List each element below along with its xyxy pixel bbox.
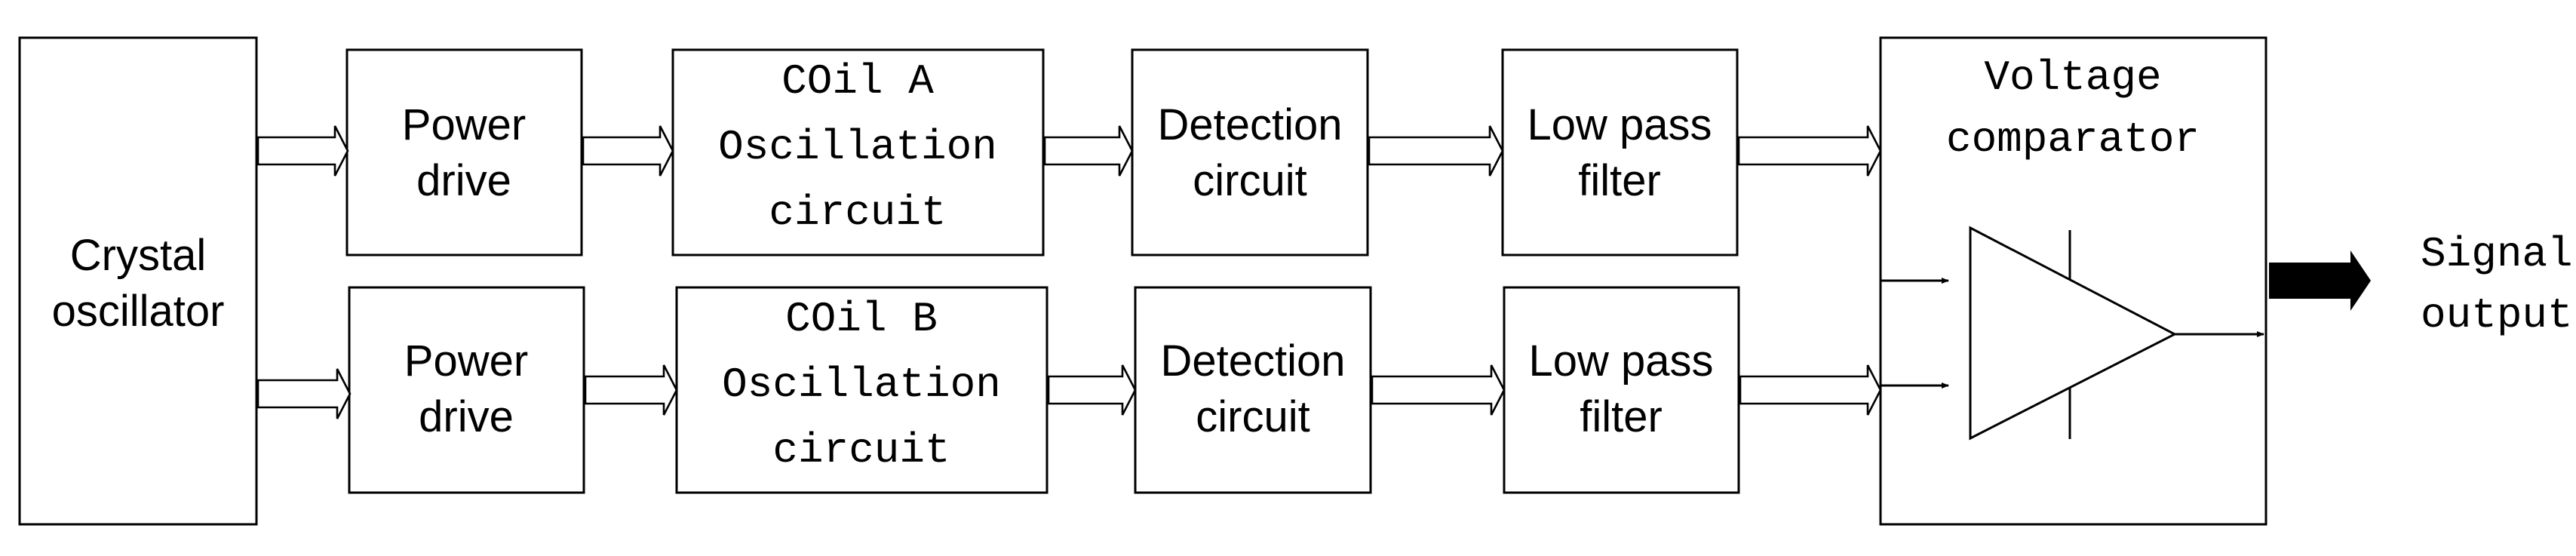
voltage-comparator-label-line2: comparator: [1946, 115, 2200, 164]
comparator-symbol: [1969, 226, 2178, 441]
detection-bottom-label-line1: Detection: [1160, 336, 1345, 386]
arrow-crystal-to-power-drive-bottom: [256, 368, 352, 419]
coil-b-label-line3: circuit: [772, 426, 950, 475]
arrow-power-drive-to-coil-b: [584, 364, 678, 416]
detection-top-label-line1: Detection: [1157, 100, 1342, 149]
crystal-oscillator-label-line2: oscillator: [52, 287, 225, 336]
voltage-comparator-label-line1: Voltage: [1984, 54, 2161, 102]
voltage-comparator-block: Voltage comparator: [1879, 36, 2267, 526]
signal-output-label-line1: Signal: [2421, 230, 2573, 278]
arrow-detection-to-filter-bottom: [1371, 364, 1506, 416]
low-pass-filter-top-label-line1: Low pass: [1527, 100, 1712, 149]
arrow-coil-b-to-detection: [1047, 364, 1137, 416]
low-pass-filter-top-label-line2: filter: [1578, 156, 1661, 205]
power-drive-bottom-label-line2: drive: [419, 392, 514, 441]
detection-top-label-line2: circuit: [1193, 156, 1306, 205]
detection-bottom-label-line2: circuit: [1196, 392, 1309, 441]
arrow-detection-to-filter-top: [1368, 125, 1504, 177]
coil-b-oscillation-block: COil B Oscillation circuit: [675, 286, 1049, 494]
low-pass-filter-bottom-label-line2: filter: [1580, 392, 1663, 441]
detection-circuit-block-top: Detection circuit: [1131, 48, 1369, 256]
low-pass-filter-block-bottom: Low pass filter: [1503, 286, 1740, 494]
arrow-filter-to-comparator-bottom: [1739, 364, 1882, 416]
coil-b-label-line1: COil B: [785, 295, 938, 343]
signal-output-arrow: [2269, 250, 2371, 311]
power-drive-top-label-line2: drive: [416, 156, 511, 205]
power-drive-bottom-label-line1: Power: [404, 336, 528, 386]
power-drive-block-bottom: Power drive: [348, 286, 585, 494]
coil-a-label-line2: Oscillation: [718, 123, 997, 171]
arrow-crystal-to-power-drive-top: [256, 125, 349, 177]
coil-a-label-line3: circuit: [769, 189, 946, 237]
detection-circuit-block-bottom: Detection circuit: [1134, 286, 1372, 494]
arrow-coil-a-to-detection: [1043, 125, 1134, 177]
coil-b-label-line2: Oscillation: [722, 361, 1001, 409]
power-drive-top-label-line1: Power: [402, 100, 526, 149]
signal-output-label-line2: output: [2421, 291, 2573, 339]
power-drive-block-top: Power drive: [345, 48, 583, 256]
crystal-oscillator-block: Crystal oscillator: [18, 36, 258, 526]
low-pass-filter-bottom-label-line1: Low pass: [1528, 336, 1713, 386]
crystal-oscillator-label-line1: Crystal: [70, 231, 206, 280]
coil-a-label-line1: COil A: [781, 57, 934, 106]
arrow-power-drive-to-coil-a: [582, 125, 674, 177]
low-pass-filter-block-top: Low pass filter: [1501, 48, 1739, 256]
arrow-filter-to-comparator-top: [1737, 125, 1882, 177]
coil-a-oscillation-block: COil A Oscillation circuit: [671, 48, 1045, 256]
